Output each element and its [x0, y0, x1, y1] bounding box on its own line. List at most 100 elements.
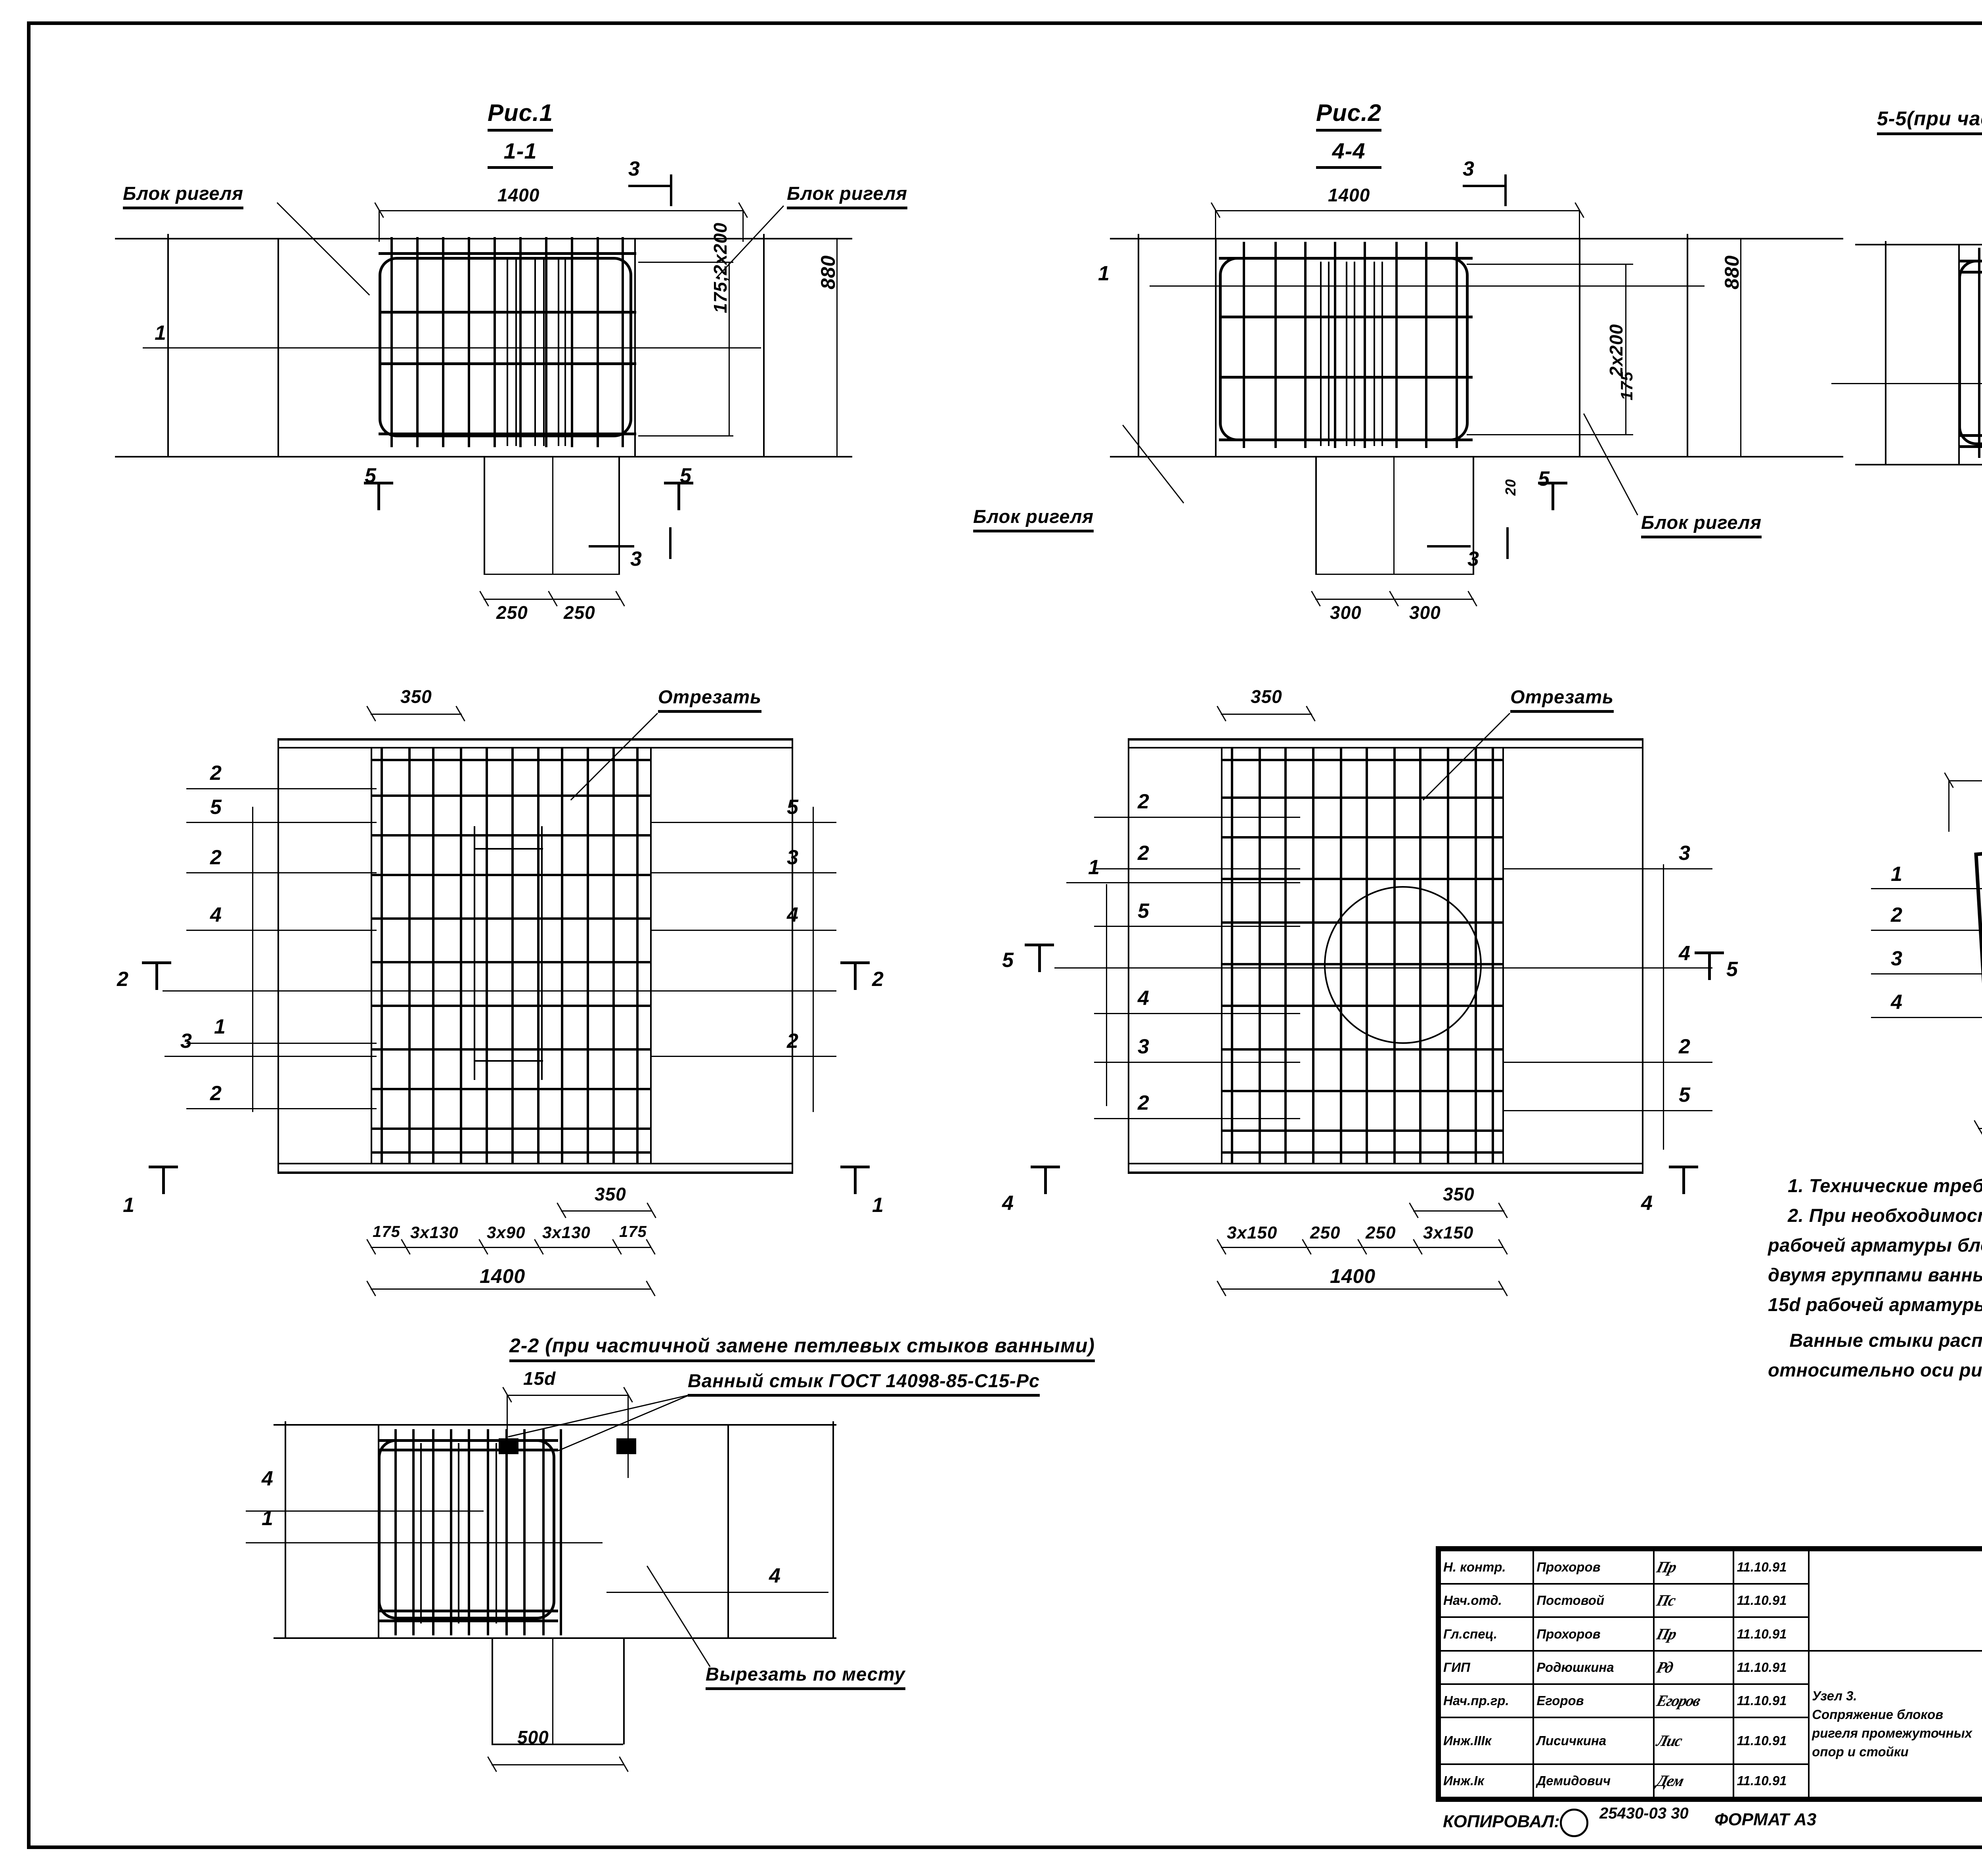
ext-line	[628, 1395, 629, 1478]
sec33-marker-1: 1	[1891, 863, 1902, 886]
plan-center-chain-0: 3x150	[1227, 1223, 1278, 1242]
plan-left-line-2c	[186, 1108, 377, 1109]
notes-line1: 1. Технические требования см.3.503.1-100…	[1788, 1175, 1982, 1196]
plan-center-r-line-2	[1502, 1062, 1712, 1063]
ext-line	[1948, 780, 1949, 832]
ext-line	[379, 210, 380, 242]
fig1-column-left	[484, 456, 485, 575]
sec33-line-2	[1871, 930, 1982, 931]
fig1-centerline	[143, 347, 761, 348]
marker-rule	[628, 185, 672, 187]
sec55-break-left	[1885, 241, 1886, 464]
dim-ext	[1467, 434, 1633, 435]
plan-center-marker-4: 4	[1138, 987, 1149, 1010]
fig2-column-left	[1315, 456, 1317, 575]
fig1-dim-250-right: 250	[564, 602, 595, 623]
fig2-dim-300-right: 300	[1409, 602, 1441, 623]
fig1-break-left	[167, 234, 169, 456]
plan-left-dim-350-bottom: 350	[595, 1184, 626, 1204]
plan-left-chain-0: 175	[373, 1223, 400, 1240]
notes-line5: 15d рабочей арматуры друг от друга.	[1768, 1294, 1982, 1315]
sec33-line-3	[1871, 973, 1982, 974]
tb-name-3: Родюшкина	[1532, 1650, 1655, 1685]
ext-line	[1579, 210, 1580, 242]
fig1-beam-top-edge	[115, 238, 852, 239]
plan-center-marker-1: 1	[1088, 856, 1100, 879]
fig2-label-left: Блок ригеля	[973, 505, 1094, 532]
fig1-title: Рис.1 1-1	[488, 99, 553, 169]
sec22-callout: Ванный стык ГОСТ 14098-85-С15-Рс	[688, 1370, 1040, 1397]
sec33-body	[1974, 852, 1982, 984]
signature-glyph: Егоров	[1655, 1691, 1702, 1709]
signature-glyph: Рд	[1655, 1658, 1675, 1676]
dim-line	[371, 714, 462, 715]
fig2-dim-inner: 2x200	[1606, 324, 1626, 377]
sec22-line-4-right	[606, 1592, 828, 1593]
plan-left-marker-2a: 2	[210, 762, 222, 785]
sec22-beam-bottom	[274, 1637, 836, 1639]
plan-center-cage-left	[1221, 747, 1222, 1163]
page-format: ФОРМАТ А3	[1714, 1810, 1817, 1829]
dim-line	[507, 1395, 628, 1396]
marker-rule	[669, 527, 672, 559]
plan-center-r-marker-5: 5	[1679, 1083, 1690, 1106]
plan-left-r-marker-5: 5	[787, 796, 798, 819]
fig1-dim-inner: 175;2x200	[710, 222, 731, 313]
marker-rule	[1504, 174, 1507, 206]
dim-line	[561, 1210, 652, 1212]
sec22-weld-joint-1	[499, 1438, 518, 1454]
fig1-marker-5-left: 5	[365, 464, 376, 487]
fig2-label-right: Блок ригеля	[1641, 511, 1762, 538]
sec22-marker-4-top: 4	[262, 1467, 273, 1490]
plan-left-marker-2c: 2	[210, 1082, 222, 1105]
plan-left-border-right	[792, 738, 793, 1174]
fig1-dim-line-top	[379, 210, 743, 211]
fig2-dim-300-left: 300	[1330, 602, 1362, 623]
plan-center-edge-bottom	[1128, 1172, 1643, 1174]
plan-left-r-line-5	[650, 822, 836, 823]
plan-left-line-1	[186, 1043, 377, 1044]
tb-role-3: ГИП	[1439, 1650, 1534, 1685]
plan-left-r-marker-2: 2	[787, 1030, 798, 1053]
plan-center-chain-1: 250	[1310, 1223, 1341, 1242]
plan-center-sec-4-right-label: 4	[1641, 1192, 1653, 1215]
plan-center-edge-top2	[1128, 747, 1643, 748]
marker-rule	[1427, 545, 1471, 547]
tb-role-4: Нач.пр.гр.	[1439, 1683, 1534, 1719]
sec55-rebar-cage	[1958, 260, 1982, 448]
fig1-marker-1: 1	[155, 322, 166, 345]
plan-left-line-5	[186, 822, 377, 823]
fig2-title: Рис.2 4-4	[1316, 99, 1382, 169]
plan-left-marker-5: 5	[210, 796, 222, 819]
plan-left-marker-3: 3	[180, 1030, 192, 1053]
plan-left-break-right	[813, 807, 814, 1112]
dim-line	[1221, 714, 1312, 715]
plan-left-dim-total: 1400	[480, 1265, 526, 1287]
fig2-joint-left	[1215, 238, 1217, 456]
plan-center-sec-5-right-label: 5	[1726, 958, 1738, 981]
fig2-beam-top-edge	[1110, 238, 1843, 239]
plan-center-break-right	[1663, 864, 1664, 1150]
sec22-marker-1: 1	[262, 1507, 273, 1530]
fig2-dim-top: 1400	[1328, 185, 1370, 205]
plan-center-r-line-3	[1502, 868, 1712, 869]
sec33-marker-2: 2	[1891, 904, 1902, 927]
fig2-column-centerline	[1393, 456, 1395, 575]
fig1-dim-top: 1400	[497, 185, 540, 205]
plan-left-cage-right	[650, 747, 652, 1163]
tb-sig-5: Лис	[1653, 1717, 1735, 1765]
fig1-dim-250-left: 250	[496, 602, 528, 623]
sec33-line-1	[1871, 888, 1982, 889]
plan-left-r-line-2	[650, 1056, 836, 1057]
ext-line	[742, 210, 744, 242]
fig2-marker-5: 5	[1538, 467, 1550, 490]
fig2-column-break	[1315, 574, 1474, 575]
tb-code: 3.503.1-100.2-18	[1808, 1550, 1982, 1652]
tb-name-2: Прохоров	[1532, 1616, 1655, 1652]
plan-left-chain-4: 175	[619, 1223, 647, 1240]
fig2-break-left	[1138, 234, 1139, 456]
dim-line	[836, 238, 838, 457]
plan-center-border-left	[1128, 738, 1129, 1174]
sec33-line-4	[1871, 1017, 1982, 1018]
tb-role-5: Инж.IIIк	[1439, 1717, 1534, 1765]
